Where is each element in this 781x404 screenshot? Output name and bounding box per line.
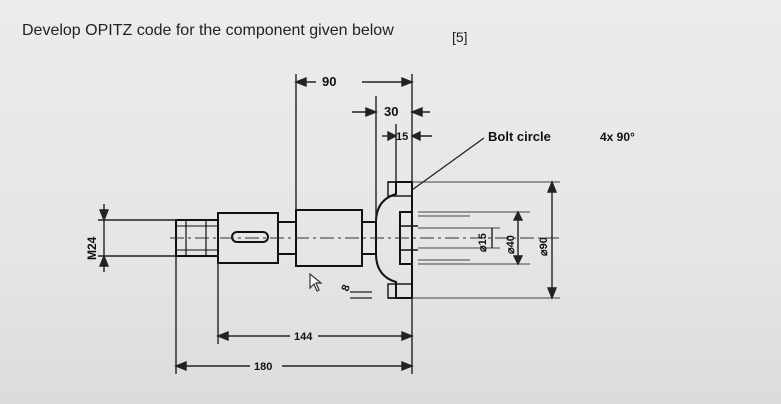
bolt-circle-label: Bolt circle — [488, 129, 551, 144]
dim-m24: M24 — [85, 236, 99, 260]
keyway — [231, 231, 269, 243]
question-text: Develop OPITZ code for the component giv… — [22, 22, 394, 39]
marks-label: [5] — [452, 29, 468, 45]
flange-transition — [375, 181, 413, 299]
dim-dia90: ⌀90 — [538, 237, 550, 256]
dim-dia40: ⌀40 — [505, 235, 517, 254]
dim-90: 90 — [322, 74, 336, 89]
dim-15: 15 — [396, 131, 408, 143]
dim-8: 8 — [340, 283, 353, 293]
flange-bolt-top — [387, 181, 413, 197]
bolt-leader — [411, 137, 485, 191]
bolt-circle-spec: 4x 90° — [600, 130, 635, 144]
flange-bolt-bottom — [387, 283, 413, 299]
dim-180: 180 — [254, 361, 272, 373]
dim-30: 30 — [384, 104, 398, 119]
dim-144: 144 — [294, 331, 313, 343]
dim-dia15: ⌀15 — [477, 233, 489, 252]
mouse-cursor-icon — [309, 272, 323, 292]
